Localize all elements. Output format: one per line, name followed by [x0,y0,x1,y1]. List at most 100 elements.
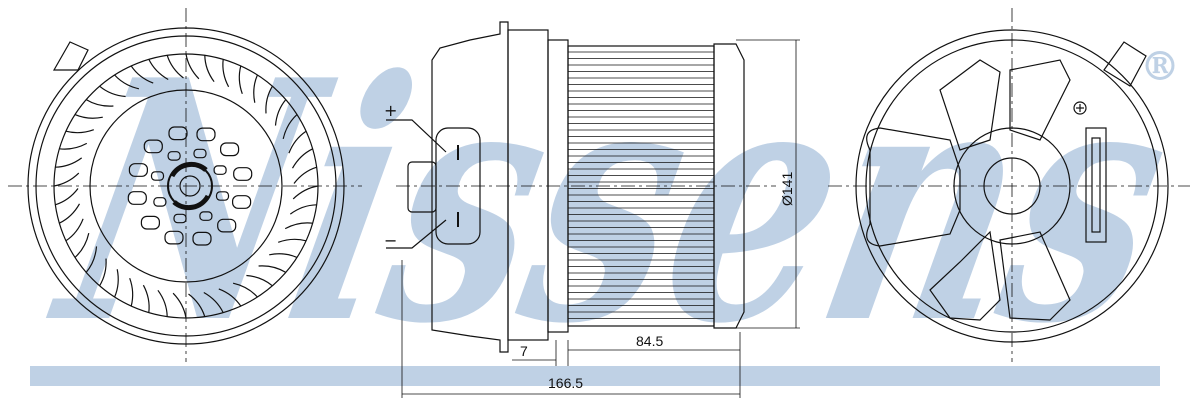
hub-vent-slot [127,191,147,205]
rear-spoke-bottom [929,230,1001,321]
side-lead-minus [386,219,447,249]
impeller-blade [203,291,224,313]
front-impeller-hub-ring [89,89,283,283]
impeller-blade [274,99,287,126]
side-view: + − Ø141 7 84.5 166.5 [384,21,800,398]
terminal-minus-label: − [384,231,397,250]
hub-vent-slot [164,230,184,245]
dim-motor-label: 84.5 [636,333,663,349]
hub-vent-slot [199,211,213,221]
hub-vent-slot [173,213,187,224]
impeller-blade [74,232,90,258]
hub-vent-slot [140,215,160,230]
impeller-blade [114,269,119,298]
hub-vent-slot [153,197,167,207]
impeller-blade [130,65,154,84]
front-rotation-arrow-bottom [172,194,211,211]
hub-vent-slot [220,142,240,157]
rear-spoke-bottom-right [999,231,1071,321]
side-lead-plus [386,119,447,153]
front-view [8,8,362,362]
impeller-blade [277,238,307,243]
impeller-blade [288,130,307,154]
impeller-blade [59,142,88,150]
impeller-blade [74,114,103,119]
dim-offset-label: 7 [520,343,528,359]
hub-vent-slot [193,148,207,159]
impeller-blade [129,277,134,307]
hub-vent-slot [217,218,237,233]
rear-control-module-inner [1091,137,1101,233]
impeller-blade [142,284,150,313]
rear-housing-inner [865,39,1159,333]
impeller-blade [258,265,287,273]
impeller-blade [55,188,79,206]
impeller-blade [65,218,84,242]
impeller-blade [85,246,98,273]
hub-vent-slot [128,163,148,177]
impeller-blade [85,99,114,107]
impeller-blade [65,129,95,134]
impeller-blade [238,65,243,95]
impeller-blade [53,172,80,187]
hub-vent-slot [196,127,216,142]
impeller-blade [172,292,187,319]
impeller-blade [185,53,200,80]
dim-total-label: 166.5 [548,375,583,391]
impeller-blade [114,74,140,90]
rear-spoke-top [939,59,1001,151]
front-connector-tab [52,41,89,71]
impeller-blade [269,253,298,258]
impeller-blade [253,74,258,103]
hub-vent-slot [215,191,230,201]
front-rotation-arrow-top [169,161,208,178]
hub-vent-slot [192,231,212,246]
impeller-blade [293,166,317,184]
impeller-blade [289,204,317,215]
rear-shaft [983,157,1041,215]
front-shaft-inner [179,175,201,197]
rear-view [828,8,1190,362]
front-impeller-blades [53,53,319,319]
impeller-blade [188,293,206,317]
impeller-blade [265,85,273,114]
impeller-blade [218,288,242,307]
rear-spoke-left [866,127,961,247]
side-end-cap [713,43,745,329]
impeller-blade [222,59,230,88]
rear-housing-outer [855,29,1169,343]
impeller-blade [246,274,273,287]
hub-vent-slot [168,126,188,141]
impeller-blade [157,289,168,317]
front-housing-outer [27,27,345,345]
impeller-blade [99,85,126,98]
impeller-blade [282,114,298,140]
rear-motor-boss [953,127,1071,245]
front-housing-inner [35,35,337,337]
watermark-bar [30,366,1160,386]
hub-vent-slot [213,165,227,175]
impeller-blade [59,203,81,224]
impeller-blade [55,157,83,168]
rear-connector-tab [1103,41,1147,87]
front-hub-pattern [127,126,253,246]
rear-control-module [1085,127,1107,243]
hub-vent-slot [150,171,165,181]
dim-diameter-label: Ø141 [779,172,795,206]
hub-vent-slot [143,139,163,154]
impeller-blade [166,55,184,79]
hub-vent-slot [232,195,252,209]
impeller-blade [232,282,258,298]
impeller-blade [291,148,313,169]
impeller-blade [284,222,313,230]
hub-vent-slot [233,167,253,181]
hub-vent-slot [167,151,181,161]
watermark-registered-mark: ® [1140,43,1180,90]
impeller-blade [292,185,319,200]
side-cooling-fins [568,51,714,319]
impeller-blade [148,59,169,81]
impeller-blade [99,258,107,287]
impeller-blade [204,55,215,83]
side-connector-latch [407,161,437,213]
